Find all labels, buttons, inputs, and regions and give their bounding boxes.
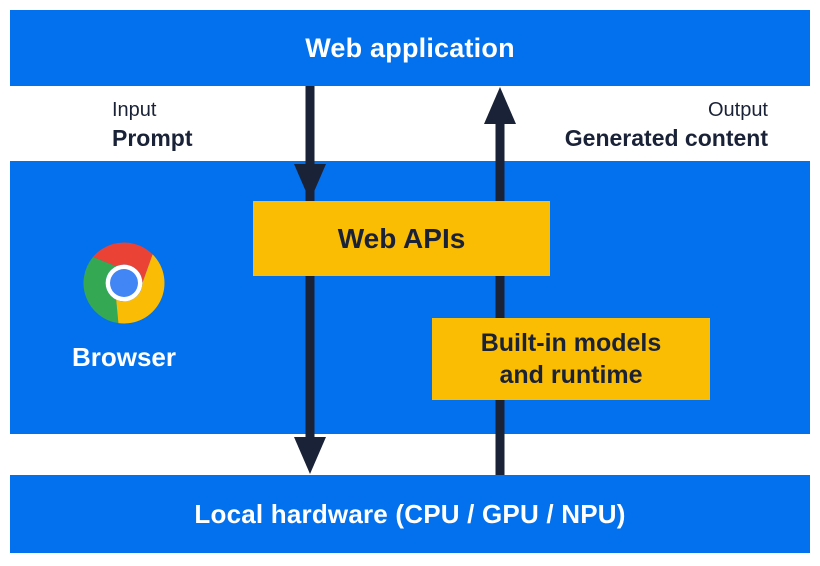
input-title: Input	[112, 99, 157, 121]
web-application-label: Web application	[305, 32, 515, 63]
generated-up-arrowhead	[484, 87, 516, 124]
built-in-models-label-line1: Built-in models	[480, 329, 662, 357]
prompt-down-arrowhead-bottom	[294, 437, 326, 474]
local-hardware-bar: Local hardware (CPU / GPU / NPU)	[10, 475, 810, 553]
built-in-models-label-line2: and runtime	[499, 361, 643, 389]
input-value: Prompt	[112, 124, 193, 151]
chrome-logo-icon	[83, 242, 165, 324]
output-value: Generated content	[564, 124, 768, 151]
output-title: Output	[707, 99, 768, 121]
input-label-group: Input Prompt	[112, 99, 193, 152]
web-apis-box: Web APIs	[253, 201, 550, 276]
web-application-bar: Web application	[10, 10, 810, 86]
output-label-group: Output Generated content	[565, 99, 768, 152]
web-apis-label: Web APIs	[337, 222, 466, 254]
local-hardware-label: Local hardware (CPU / GPU / NPU)	[194, 498, 626, 529]
built-in-models-box: Built-in models and runtime	[432, 318, 710, 400]
browser-label: Browser	[71, 342, 177, 372]
